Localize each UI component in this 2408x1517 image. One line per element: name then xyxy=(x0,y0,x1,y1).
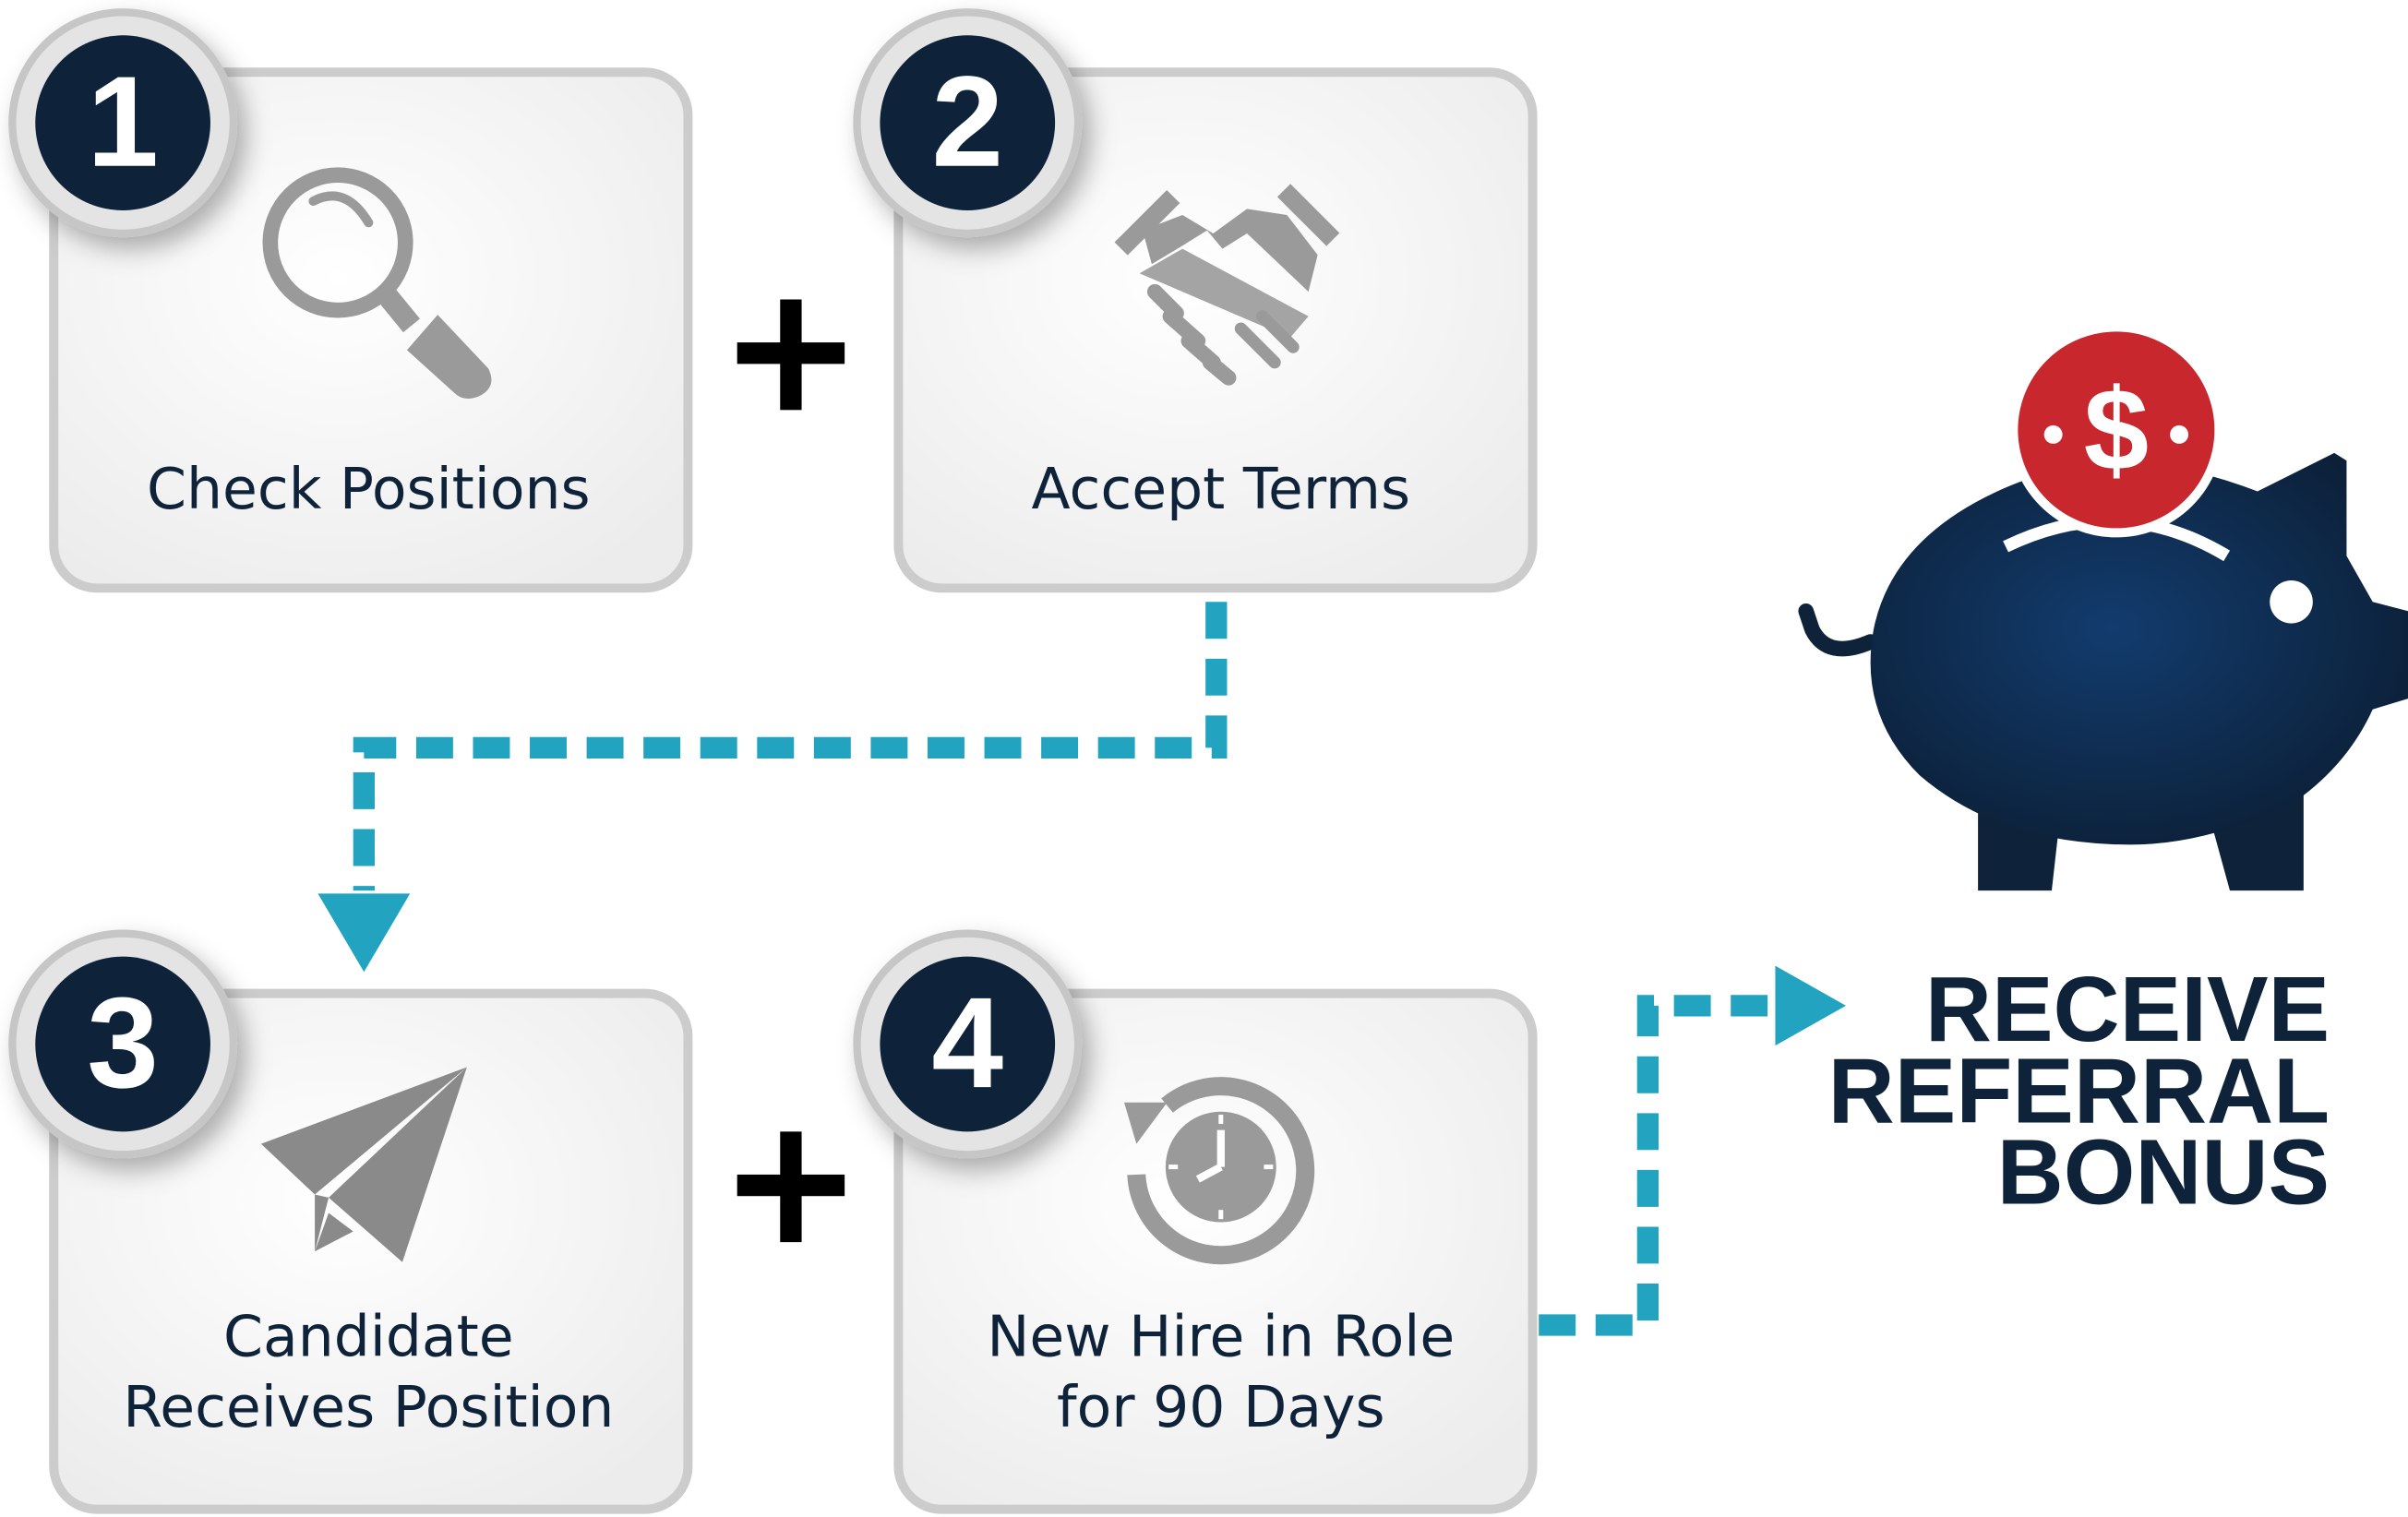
step-badge-4: 4 xyxy=(853,929,1083,1159)
step-number-1: 1 xyxy=(87,49,159,194)
step-label-4-line-2: for 90 Days xyxy=(1057,1374,1385,1440)
step-number-3: 3 xyxy=(87,970,159,1115)
result-line-3: BONUS xyxy=(1997,1122,2330,1224)
magnifier-icon xyxy=(262,167,492,399)
step-label-4-line-1: New Hire in Role xyxy=(987,1303,1455,1369)
step-card-3 xyxy=(49,988,693,1514)
step-label-3-line-1: Candidate xyxy=(223,1303,514,1369)
step-label-1: Check Positions xyxy=(147,456,591,522)
handshake-icon xyxy=(1114,184,1340,386)
step-badge-1: 1 xyxy=(8,8,238,238)
step-label-3-line-2: Receives Position xyxy=(123,1374,614,1440)
clock-history-icon xyxy=(1123,1077,1315,1265)
plus-icon xyxy=(737,1131,845,1243)
connector-arrow-2-to-3 xyxy=(317,602,1228,973)
result-line-1: RECEIVE xyxy=(1925,959,2330,1061)
step-card-2 xyxy=(893,67,1538,593)
dollar-coin-icon: $ xyxy=(2008,322,2224,538)
paper-plane-icon xyxy=(260,1067,467,1262)
result-line-2: REFERRAL xyxy=(1828,1040,2330,1142)
step-number-4: 4 xyxy=(931,970,1003,1115)
piggy-bank-icon: $ xyxy=(1798,322,2408,891)
step-label-2: Accept Terms xyxy=(1032,456,1411,522)
svg-text:$: $ xyxy=(2084,364,2149,495)
step-badge-3: 3 xyxy=(8,929,238,1159)
step-badge-2: 2 xyxy=(853,8,1083,238)
connector-arrow-4-to-bonus xyxy=(1539,965,1847,1336)
plus-icon xyxy=(737,299,845,411)
step-card-1 xyxy=(49,67,693,593)
step-number-2: 2 xyxy=(931,49,1003,194)
